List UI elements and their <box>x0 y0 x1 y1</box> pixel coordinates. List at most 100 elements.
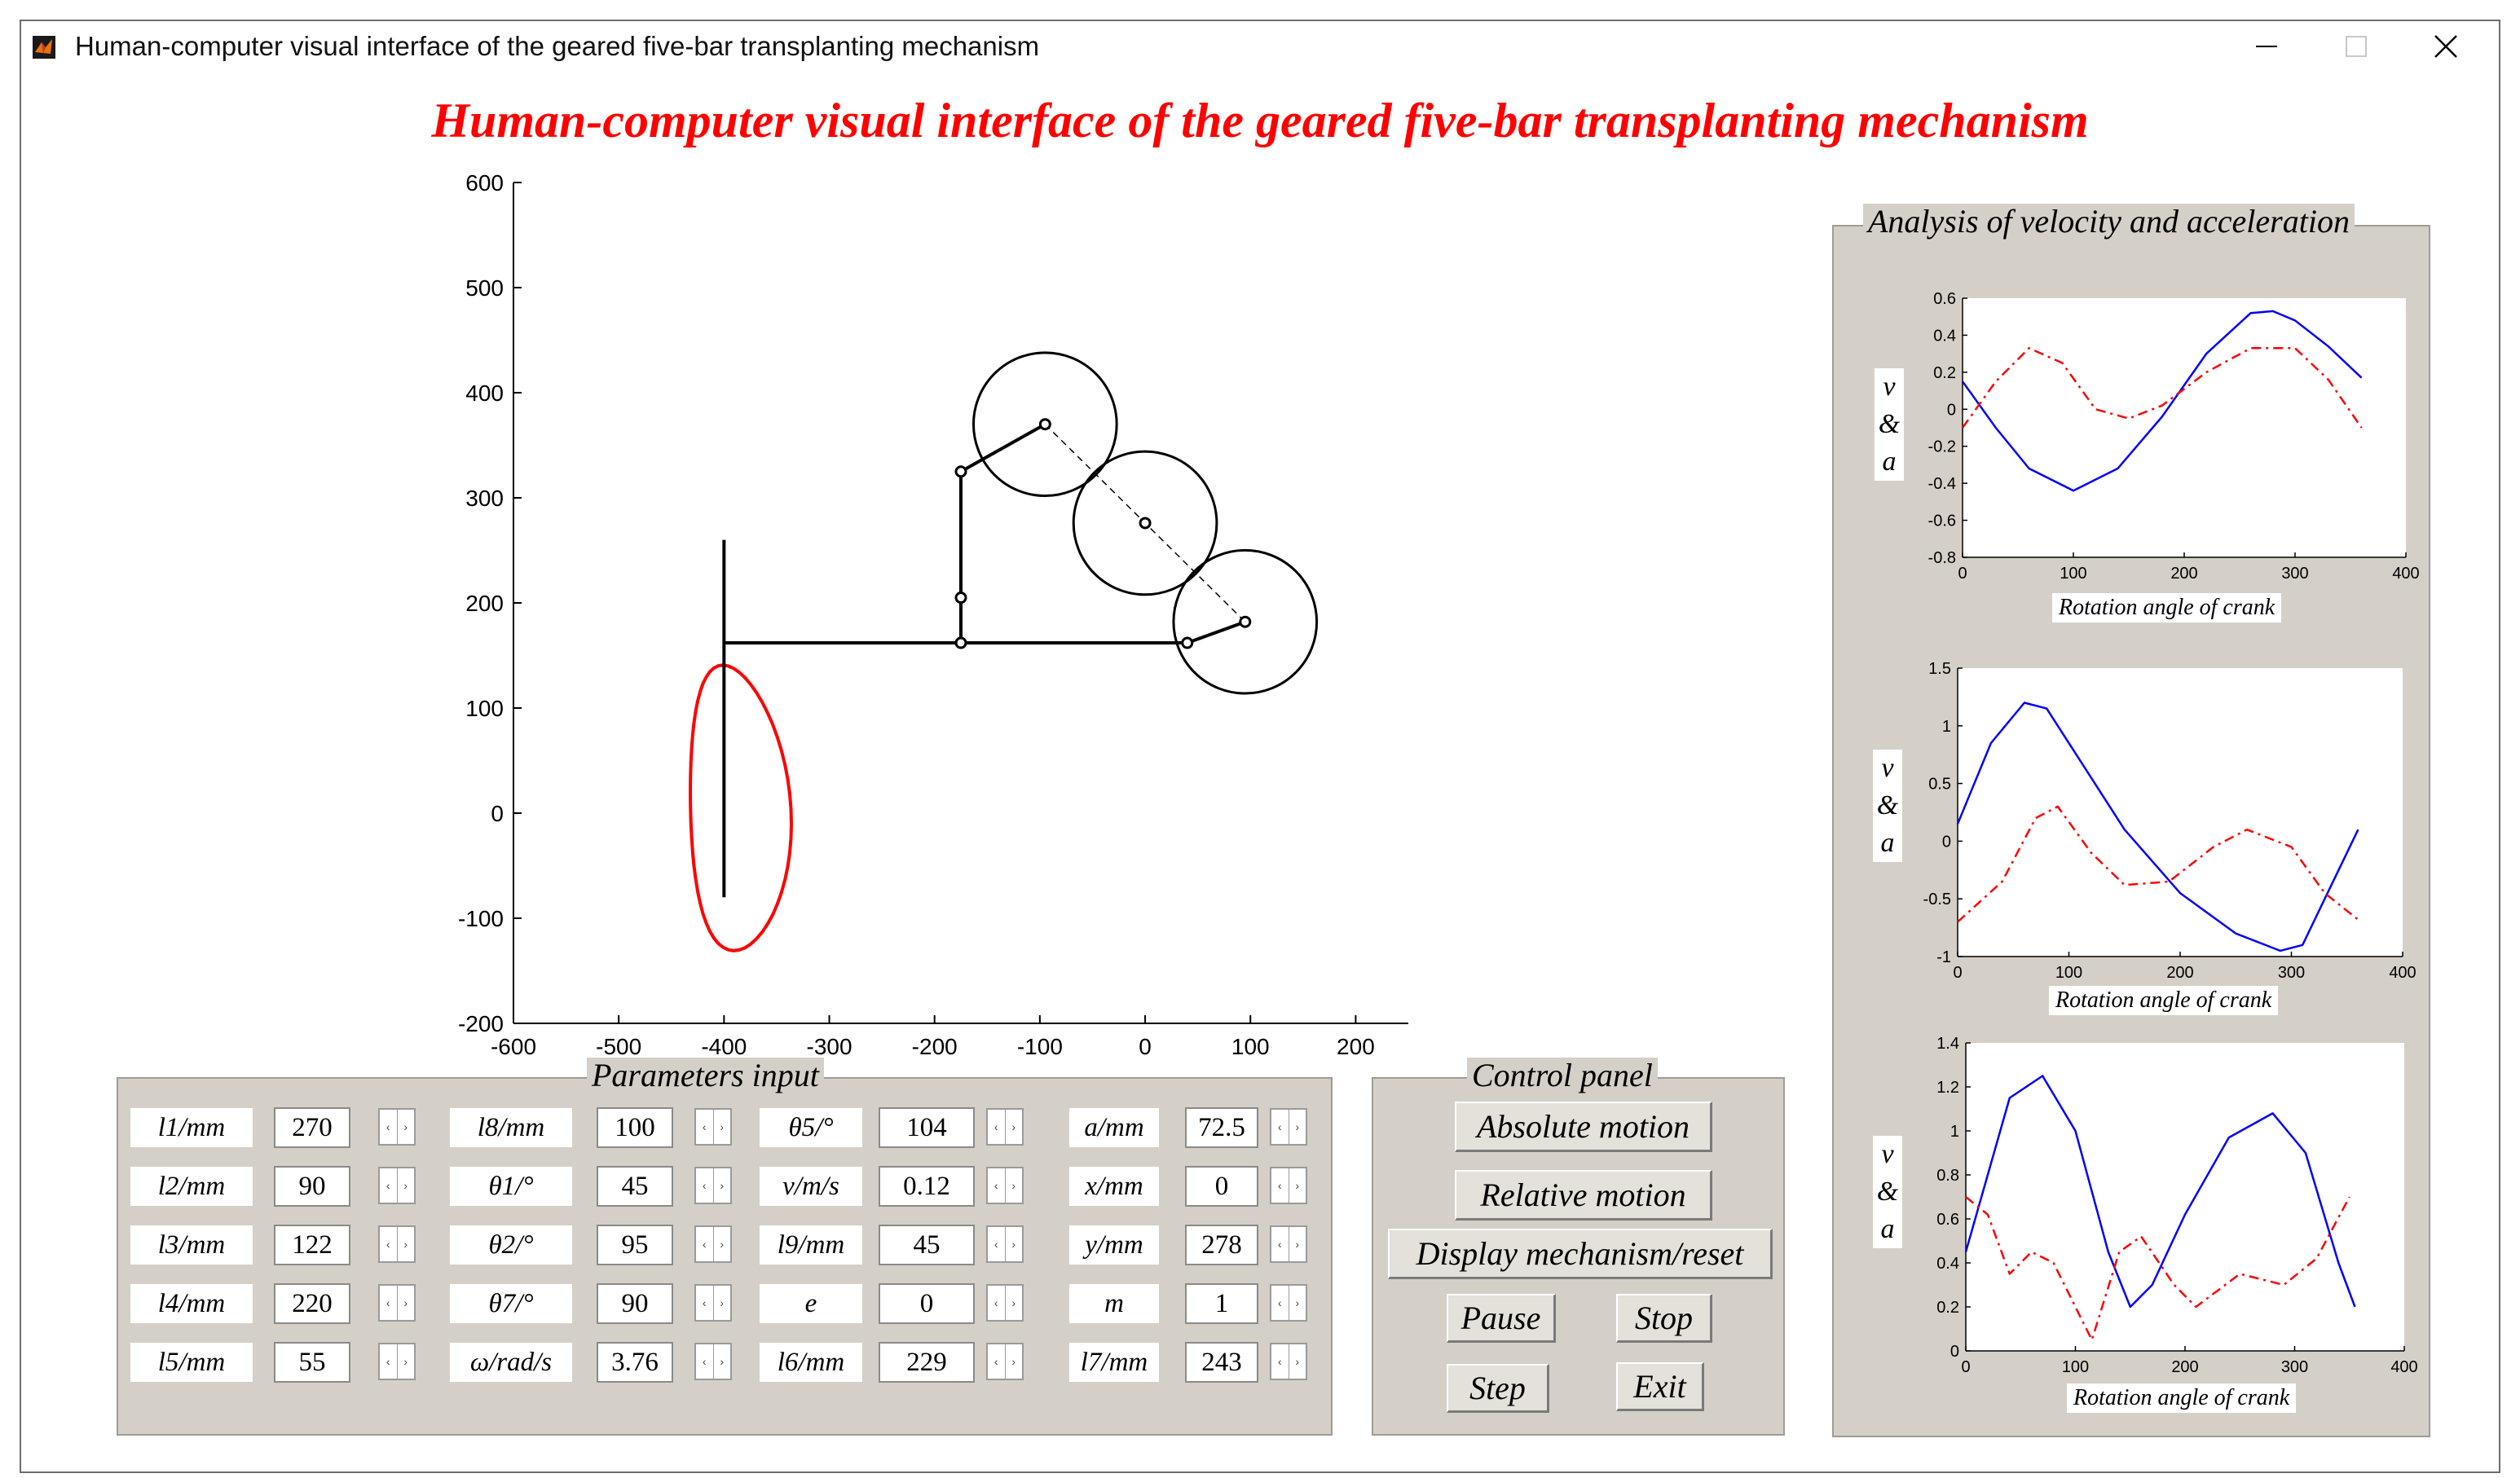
param-value-field[interactable]: 0 <box>879 1283 975 1324</box>
step-button[interactable]: Step <box>1447 1364 1549 1413</box>
param-value-field[interactable]: 72.5 <box>1185 1107 1258 1148</box>
param-slider[interactable]: ‹› <box>694 1225 732 1263</box>
param-value-field[interactable]: 90 <box>597 1283 673 1324</box>
slider-left-arrow-icon[interactable]: ‹ <box>993 1120 998 1133</box>
param-slider[interactable]: ‹› <box>694 1343 732 1380</box>
param-value-field[interactable]: 270 <box>274 1107 350 1148</box>
param-slider[interactable]: ‹› <box>1270 1225 1307 1263</box>
slider-left-arrow-icon[interactable]: ‹ <box>1277 1296 1282 1309</box>
param-slider[interactable]: ‹› <box>694 1167 732 1204</box>
param-slider[interactable]: ‹› <box>694 1108 732 1146</box>
slider-left-arrow-icon[interactable]: ‹ <box>702 1120 707 1133</box>
param-label: v/m/s <box>760 1167 862 1206</box>
slider-right-arrow-icon[interactable]: › <box>712 1227 731 1261</box>
param-value-field[interactable]: 45 <box>879 1225 975 1265</box>
param-slider[interactable]: ‹› <box>1270 1108 1307 1146</box>
slider-left-arrow-icon[interactable]: ‹ <box>993 1355 998 1368</box>
slider-left-arrow-icon[interactable]: ‹ <box>702 1355 707 1368</box>
param-slider[interactable]: ‹› <box>378 1225 416 1263</box>
param-slider[interactable]: ‹› <box>694 1284 732 1322</box>
slider-right-arrow-icon[interactable]: › <box>712 1286 731 1320</box>
slider-right-arrow-icon[interactable]: › <box>1288 1286 1306 1320</box>
param-value-field[interactable]: 1 <box>1185 1283 1258 1324</box>
param-value-field[interactable]: 45 <box>597 1166 673 1207</box>
slider-right-arrow-icon[interactable]: › <box>712 1344 731 1379</box>
slider-left-arrow-icon[interactable]: ‹ <box>385 1238 390 1251</box>
slider-right-arrow-icon[interactable]: › <box>1288 1227 1306 1261</box>
slider-left-arrow-icon[interactable]: ‹ <box>702 1296 707 1309</box>
slider-right-arrow-icon[interactable]: › <box>1288 1344 1306 1379</box>
chart-y-label-char: a <box>1880 828 1895 858</box>
param-value-field[interactable]: 243 <box>1185 1342 1258 1383</box>
slider-right-arrow-icon[interactable]: › <box>1288 1110 1306 1144</box>
param-label: l3/mm <box>130 1225 253 1265</box>
param-value-field[interactable]: 95 <box>597 1225 673 1265</box>
stop-button[interactable]: Stop <box>1616 1294 1712 1343</box>
chart-y-label-char: v <box>1881 753 1894 783</box>
relative-motion-button[interactable]: Relative motion <box>1455 1170 1712 1221</box>
param-slider[interactable]: ‹› <box>986 1167 1024 1204</box>
slider-left-arrow-icon[interactable]: ‹ <box>702 1179 707 1192</box>
pause-button[interactable]: Pause <box>1447 1294 1556 1343</box>
param-slider[interactable]: ‹› <box>378 1343 416 1380</box>
param-slider[interactable]: ‹› <box>986 1284 1024 1322</box>
param-value-field[interactable]: 104 <box>879 1107 975 1148</box>
slider-right-arrow-icon[interactable]: › <box>1288 1168 1306 1203</box>
slider-right-arrow-icon[interactable]: › <box>1004 1227 1023 1261</box>
slider-right-arrow-icon[interactable]: › <box>1004 1168 1023 1203</box>
param-slider[interactable]: ‹› <box>986 1108 1024 1146</box>
param-value-field[interactable]: 0.12 <box>879 1166 975 1207</box>
slider-left-arrow-icon[interactable]: ‹ <box>385 1296 390 1309</box>
slider-left-arrow-icon[interactable]: ‹ <box>385 1179 390 1192</box>
slider-left-arrow-icon[interactable]: ‹ <box>1277 1179 1282 1192</box>
param-slider[interactable]: ‹› <box>1270 1284 1307 1322</box>
minimize-button[interactable] <box>2222 21 2311 72</box>
parameters-panel-title: Parameters input <box>587 1058 824 1093</box>
chart-y-label-char: & <box>1876 790 1899 820</box>
param-value-field[interactable]: 55 <box>274 1342 350 1383</box>
slider-left-arrow-icon[interactable]: ‹ <box>993 1296 998 1309</box>
param-label: x/mm <box>1069 1167 1159 1206</box>
chart-x-label: Rotation angle of crank <box>2067 1383 2297 1413</box>
slider-right-arrow-icon[interactable]: › <box>1004 1110 1023 1144</box>
param-value-field[interactable]: 100 <box>597 1107 673 1148</box>
param-slider[interactable]: ‹› <box>378 1167 416 1204</box>
slider-left-arrow-icon[interactable]: ‹ <box>385 1355 390 1368</box>
param-value-field[interactable]: 0 <box>1185 1166 1258 1207</box>
slider-left-arrow-icon[interactable]: ‹ <box>702 1238 707 1251</box>
slider-right-arrow-icon[interactable]: › <box>396 1227 415 1261</box>
close-button[interactable] <box>2401 21 2491 72</box>
maximize-button[interactable] <box>2311 21 2401 72</box>
param-value-field[interactable]: 90 <box>274 1166 350 1207</box>
param-slider[interactable]: ‹› <box>1270 1343 1307 1380</box>
param-value-field[interactable]: 229 <box>879 1342 975 1383</box>
slider-left-arrow-icon[interactable]: ‹ <box>1277 1120 1282 1133</box>
slider-right-arrow-icon[interactable]: › <box>396 1168 415 1203</box>
param-slider[interactable]: ‹› <box>986 1225 1024 1263</box>
param-slider[interactable]: ‹› <box>986 1343 1024 1380</box>
slider-right-arrow-icon[interactable]: › <box>396 1110 415 1144</box>
slider-left-arrow-icon[interactable]: ‹ <box>993 1179 998 1192</box>
param-value-field[interactable]: 3.76 <box>597 1342 673 1383</box>
param-value-field[interactable]: 122 <box>274 1225 350 1265</box>
exit-button[interactable]: Exit <box>1616 1362 1704 1411</box>
chart-y-label-char: a <box>1882 446 1897 477</box>
slider-right-arrow-icon[interactable]: › <box>396 1286 415 1320</box>
param-slider[interactable]: ‹› <box>378 1108 416 1146</box>
slider-left-arrow-icon[interactable]: ‹ <box>1277 1355 1282 1368</box>
param-slider[interactable]: ‹› <box>1270 1167 1307 1204</box>
param-value-field[interactable]: 278 <box>1185 1225 1258 1265</box>
slider-right-arrow-icon[interactable]: › <box>1004 1286 1023 1320</box>
display-reset-button[interactable]: Display mechanism/reset <box>1388 1229 1773 1279</box>
slider-right-arrow-icon[interactable]: › <box>1004 1344 1023 1379</box>
slider-left-arrow-icon[interactable]: ‹ <box>1277 1238 1282 1251</box>
absolute-motion-button[interactable]: Absolute motion <box>1455 1102 1712 1152</box>
slider-right-arrow-icon[interactable]: › <box>712 1110 731 1144</box>
slider-left-arrow-icon[interactable]: ‹ <box>993 1238 998 1251</box>
main-title: Human-computer visual interface of the g… <box>431 94 2089 147</box>
slider-right-arrow-icon[interactable]: › <box>712 1168 731 1203</box>
param-slider[interactable]: ‹› <box>378 1284 416 1322</box>
slider-left-arrow-icon[interactable]: ‹ <box>385 1120 390 1133</box>
param-value-field[interactable]: 220 <box>274 1283 350 1324</box>
slider-right-arrow-icon[interactable]: › <box>396 1344 415 1379</box>
